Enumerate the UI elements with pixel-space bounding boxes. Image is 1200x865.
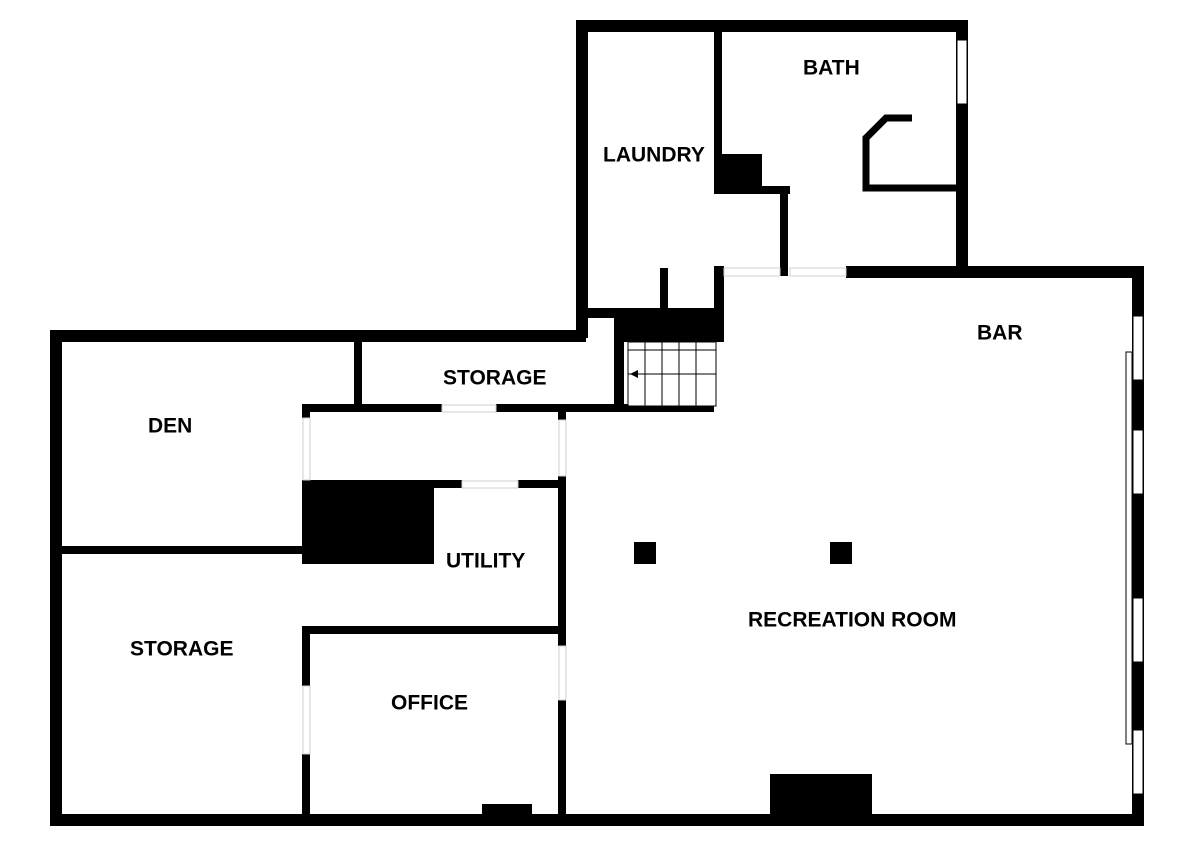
wall-segment [302,626,310,686]
wall-segment [660,268,668,312]
window [1132,429,1144,495]
chimney-block [714,154,762,192]
wall-segment [302,404,442,412]
wall-segment [302,754,310,820]
wall-segment [558,476,566,646]
exterior-walls [50,20,1144,826]
room-label-storage-left: STORAGE [130,638,233,661]
room-label-recreation-room: RECREATION ROOM [748,609,956,632]
wall-segment [518,480,564,488]
door-opening [723,267,781,277]
window [1132,597,1144,663]
wall-segment [302,626,566,634]
wall-segment [496,404,714,412]
wall-segment [354,340,362,410]
door-opening [302,685,311,755]
wall-segment [614,318,624,410]
door-opening [441,404,497,413]
stair-landing [622,312,724,342]
wall-segment [576,20,968,32]
window [956,39,968,105]
column [634,542,656,564]
room-label-office: OFFICE [391,692,468,715]
window [1132,729,1144,795]
door-opening [558,645,567,701]
room-label-den: DEN [148,415,192,438]
arrow-left-icon [630,370,638,378]
room-label-bar: BAR [977,322,1023,345]
door-opening [302,417,311,481]
column [830,542,852,564]
room-label-laundry: LAUNDRY [603,144,705,167]
room-label-utility: UTILITY [446,550,525,573]
wall-segment [780,186,788,276]
door-opening [558,419,567,477]
wall-segment [50,330,586,342]
wall-segment [846,266,1144,278]
wall-segment [558,700,566,820]
office-radiator [482,804,532,816]
door-openings [302,267,847,755]
shower-outline [862,114,958,192]
mechanical-block [302,480,434,564]
room-labels: BATH LAUNDRY BAR STORAGE DEN UTILITY REC… [130,57,1023,715]
wall-segment [576,20,588,338]
wall-segment [50,814,1144,826]
door-opening [461,480,519,489]
interior-walls [60,28,872,820]
wall-segment [50,330,62,826]
door-opening [789,267,847,277]
window [1132,315,1144,381]
wall-segment [1132,266,1144,826]
wall-segment [302,404,310,418]
fireplace [770,774,872,818]
windows [956,39,1144,795]
wall-segment [714,266,724,316]
staircase [627,341,717,407]
window-sill [1125,351,1133,745]
wall-segment [60,546,310,554]
room-label-bath: BATH [803,57,860,80]
wall-segment [302,480,462,488]
room-label-storage-top: STORAGE [443,367,546,390]
wall-segment [558,410,566,420]
wall-segment [714,28,722,194]
